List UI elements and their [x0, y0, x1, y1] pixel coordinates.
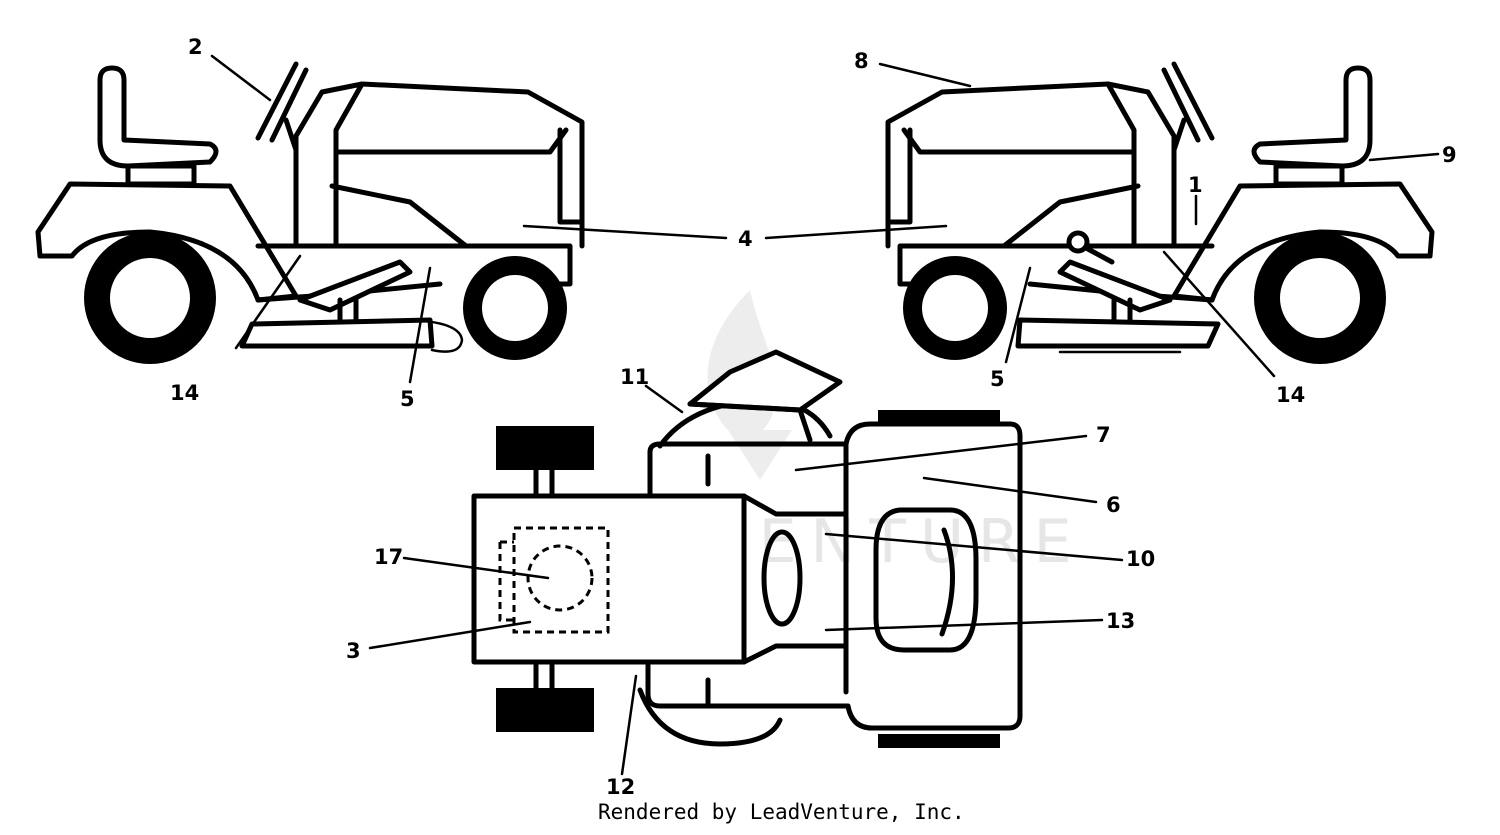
seat-left [97, 65, 219, 169]
deck-hanger-right [1111, 297, 1133, 323]
callout-4: 4 [738, 227, 753, 251]
leader-3 [368, 620, 532, 650]
rear-wheel-top-upper [878, 410, 1000, 424]
callout-13: 13 [1106, 609, 1135, 633]
callout-9: 9 [1442, 143, 1457, 167]
leader-11 [644, 384, 684, 414]
seat-right [1251, 65, 1373, 169]
leader-12 [620, 674, 638, 776]
rear-wheel-top-lower [878, 734, 1000, 748]
credit-text: Rendered by LeadVenture, Inc. [598, 800, 965, 824]
seat-base-right [1273, 163, 1345, 187]
leader-5a [408, 266, 432, 384]
tractor-top-view [471, 349, 1023, 748]
engine-outline-inner [498, 540, 514, 622]
lift-lever-right [1057, 259, 1173, 313]
lift-lever-left [297, 259, 413, 313]
leader-8 [878, 62, 972, 88]
hood-lines-right [885, 81, 1141, 249]
callout-2: 2 [188, 35, 203, 59]
body-top [645, 421, 1023, 731]
deck-hanger-left [337, 297, 359, 323]
callout-3: 3 [346, 639, 361, 663]
callout-labels: 1 2 3 4 5 5 6 7 8 9 10 11 12 13 14 14 17 [170, 35, 1457, 799]
leader-10 [824, 532, 1124, 562]
knob-stem-right [1083, 245, 1115, 265]
leader-4b [764, 224, 948, 240]
air-filter-circle [526, 544, 594, 612]
callout-14-right: 14 [1276, 383, 1305, 407]
leader-9 [1368, 152, 1440, 162]
leader-6 [922, 476, 1098, 504]
steering-wheel-left [255, 61, 309, 153]
deck-chute-left [408, 318, 464, 353]
callout-14-left: 14 [170, 381, 199, 405]
hood-lines-left [329, 81, 585, 249]
leader-14a [234, 254, 302, 350]
callout-1: 1 [1188, 173, 1203, 197]
chute-lines [687, 401, 813, 443]
front-wheel-top-upper [496, 426, 594, 470]
callout-5-right: 5 [990, 367, 1005, 391]
front-wheel-top-lower [496, 688, 594, 732]
callout-11: 11 [620, 365, 649, 389]
callout-10: 10 [1126, 547, 1155, 571]
dash-top [741, 493, 849, 665]
rear-hub-right [1280, 258, 1360, 338]
tractor-right-side-view [885, 61, 1435, 364]
callout-8: 8 [854, 49, 869, 73]
engine-outline [512, 526, 610, 634]
seat-base-left [125, 163, 197, 187]
callout-5-left: 5 [400, 387, 415, 411]
mower-deck-left [239, 317, 435, 349]
leader-14b [1162, 250, 1276, 378]
steering-wheel-right [1161, 61, 1215, 153]
front-hub-left [482, 275, 548, 341]
rear-hub-left [110, 258, 190, 338]
mower-deck-right [1015, 317, 1221, 349]
leader-5b [1004, 266, 1032, 364]
lever-knob-right [1066, 230, 1090, 254]
leader-4a [522, 224, 728, 240]
tractor-left-side-view [35, 61, 585, 364]
seat-back-top [939, 527, 956, 637]
callout-17: 17 [374, 545, 403, 569]
callout-7: 7 [1096, 423, 1111, 447]
callout-6: 6 [1106, 493, 1121, 517]
leader-7 [794, 434, 1088, 472]
leader-17 [402, 556, 550, 580]
front-hub-right [922, 275, 988, 341]
callout-12: 12 [606, 775, 635, 799]
leader-lines [210, 54, 1440, 776]
leader-2 [210, 54, 272, 102]
steering-wheel-top [761, 529, 803, 627]
front-axle-stubs [533, 467, 555, 691]
leader-13 [824, 618, 1104, 632]
